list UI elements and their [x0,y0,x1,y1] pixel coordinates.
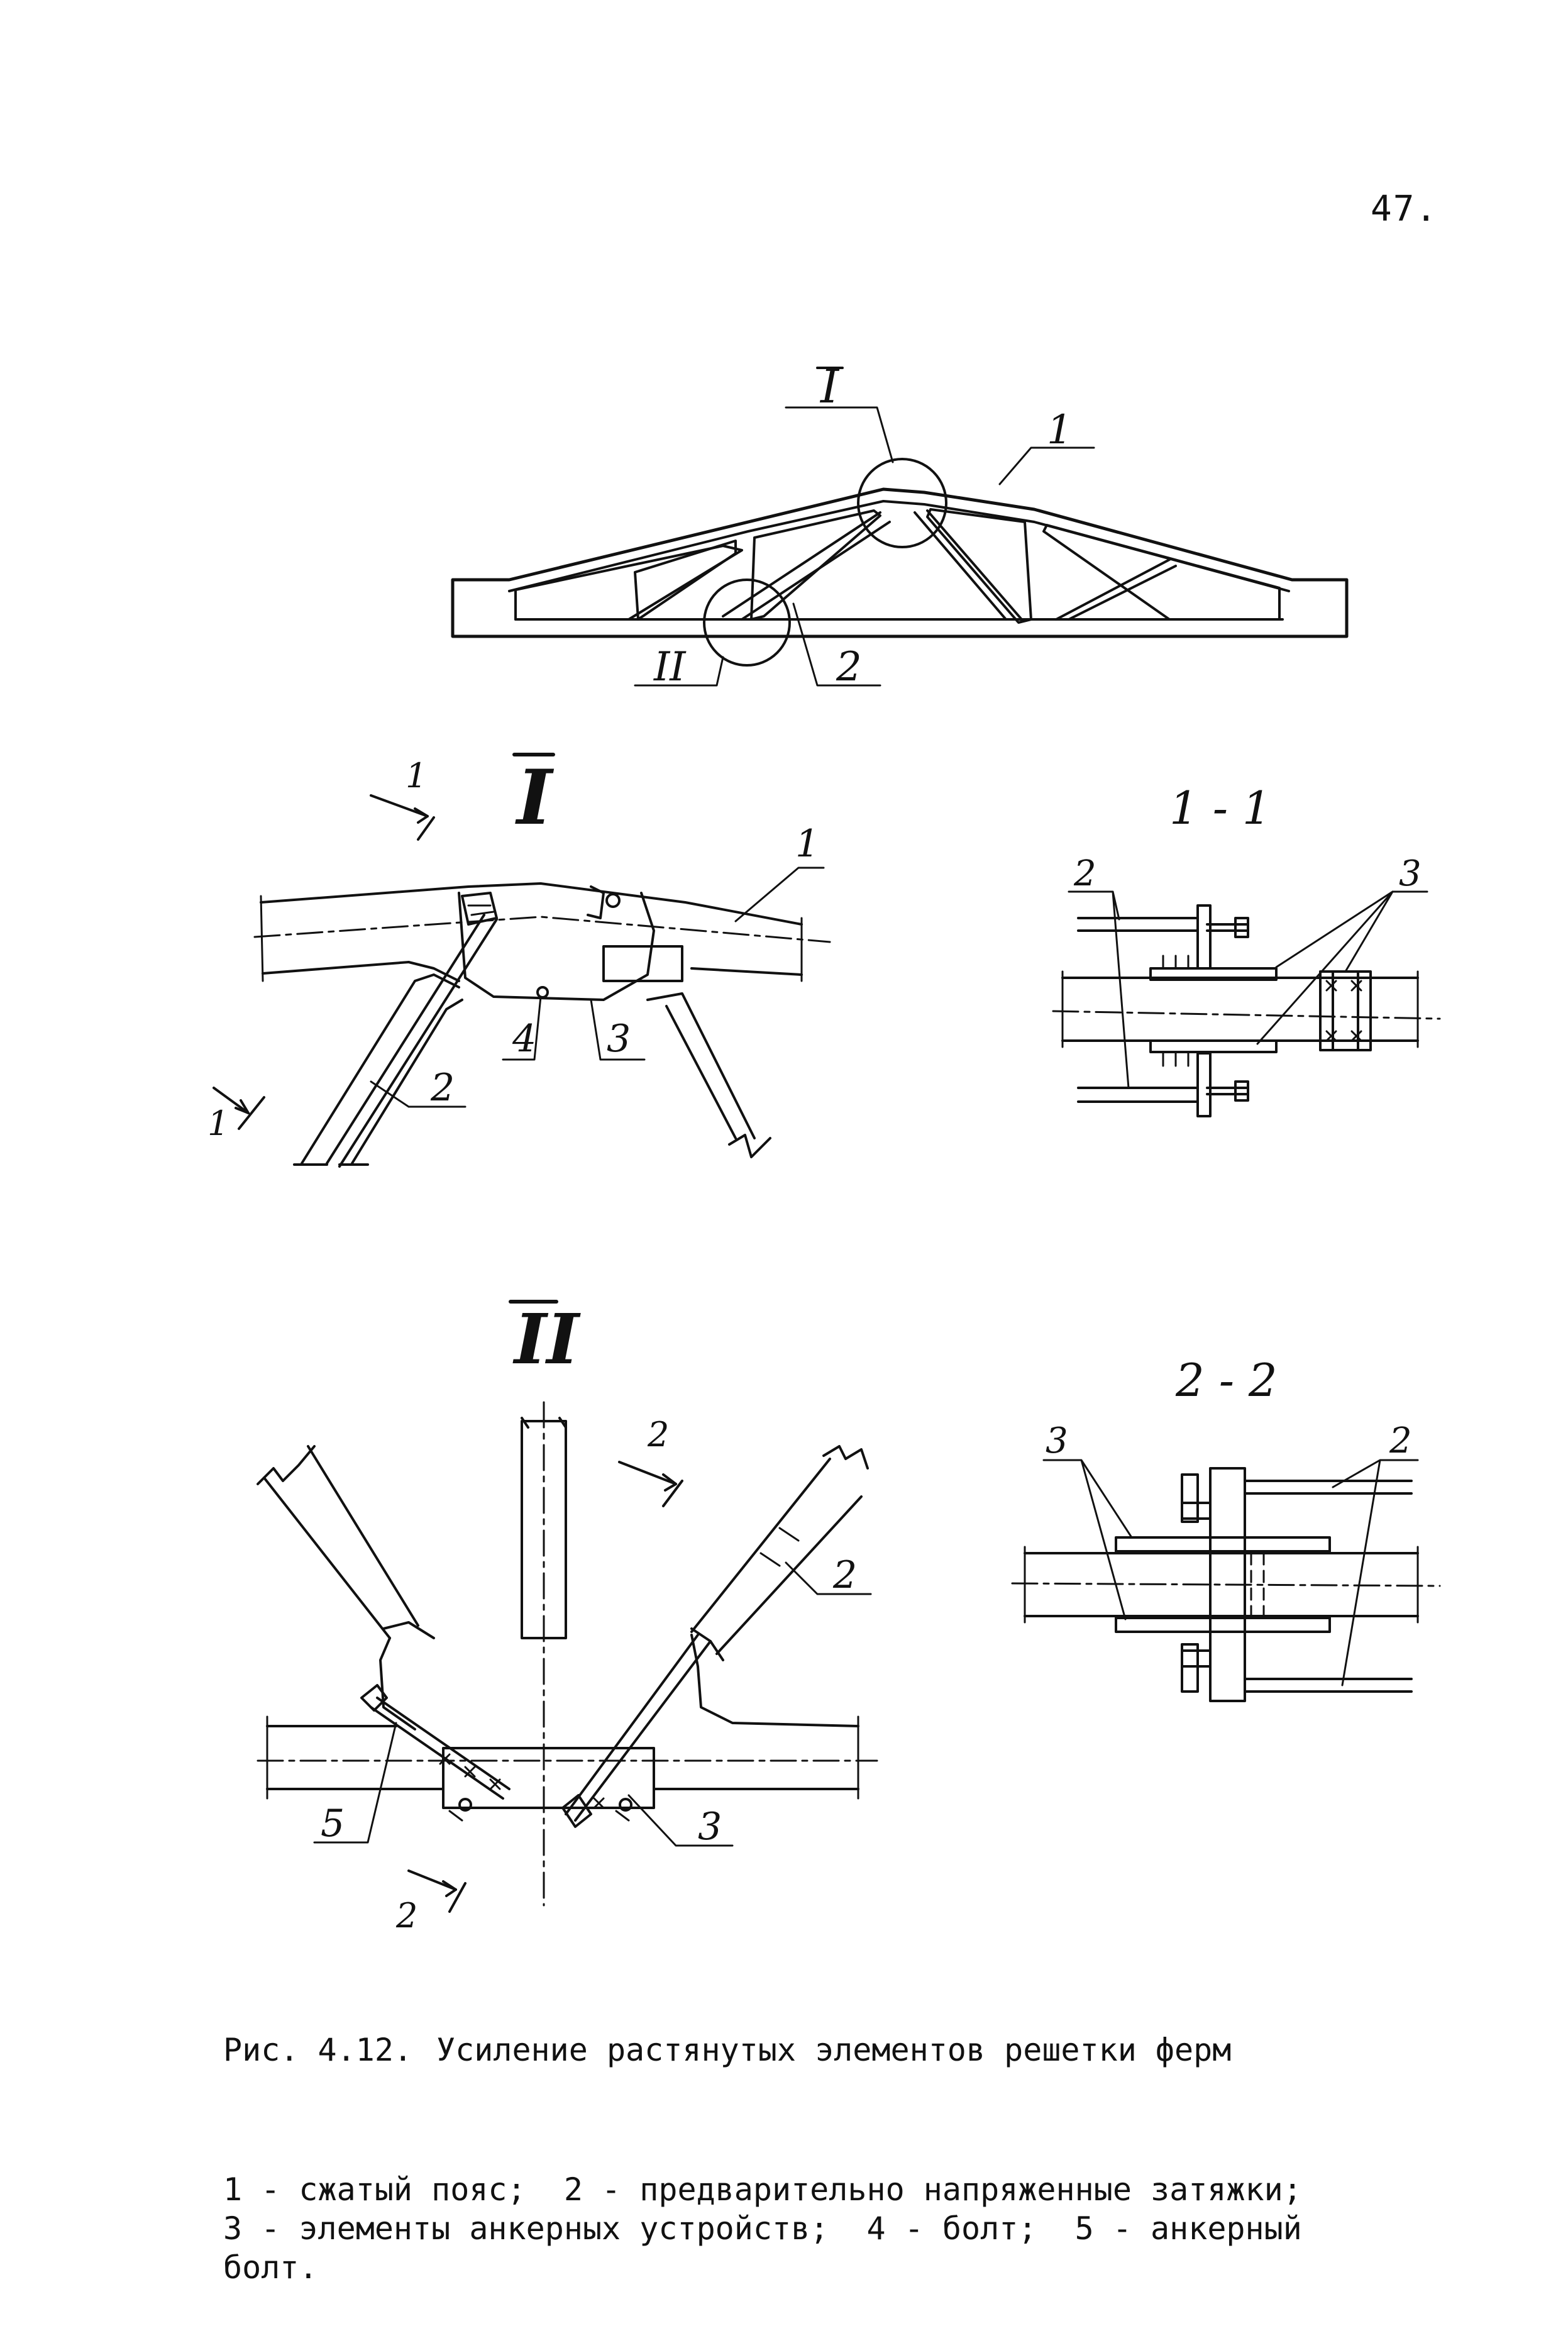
truss-overview: I 1 II 2 [451,360,1349,690]
detail-II-label-3: 3 [698,1805,722,1849]
section-1-1-label-3: 3 [1399,853,1422,894]
detail-I-label-1: 1 [795,822,819,866]
section-2-2-label-3: 3 [1046,1421,1068,1461]
overview-callout-II: II [653,644,687,690]
detail-II-label-5: 5 [321,1802,345,1846]
detail-I: I 1 2 4 3 [207,753,831,1168]
page-number: 47. [1371,189,1438,230]
section-1-1: 1 - 1 2 3 [1052,782,1441,1117]
callout-circle-I [857,458,947,548]
section-2-2-label-2: 2 [1389,1421,1412,1461]
section-2-2-title: 2 - 2 [1175,1354,1278,1407]
figure-number: Рис. 4.12. [223,2032,413,2068]
detail-II-title: II [512,1299,581,1380]
detail-I-label-2: 2 [430,1066,455,1110]
overview-callout-1: 1 [1047,407,1073,453]
section-1-1-title: 1 - 1 [1169,782,1271,834]
technical-drawing: I 1 II 2 I [207,360,1441,1936]
section-2-2: 2 - 2 3 2 [1011,1354,1441,1702]
caption-title-line: Рис. 4.12. Усиление растянутых элементов … [223,2030,1367,2069]
section-1-1-label-2: 2 [1073,853,1096,894]
detail-II-label-2: 2 [832,1553,857,1597]
detail-II: II 2 3 5 [257,1299,878,1936]
detail-II-section-mark-top: 2 [647,1415,669,1454]
figure-legend: 1 - сжатый пояс; 2 - предварительно напр… [223,2171,1302,2286]
detail-I-section-mark-bottom: 1 [207,1104,229,1143]
detail-I-title: I [515,753,555,842]
figure-title: Усиление растянутых элементов решетки фе… [436,2032,1232,2068]
overview-callout-2: 2 [836,644,862,690]
figure-caption: Рис. 4.12. Усиление растянутых элементов … [223,1952,1367,2326]
detail-II-section-mark-bottom: 2 [395,1896,417,1936]
detail-I-label-3: 3 [607,1017,631,1061]
callout-circle-II [703,579,791,667]
detail-I-label-4: 4 [512,1017,536,1061]
detail-I-section-mark-top: 1 [406,756,427,795]
